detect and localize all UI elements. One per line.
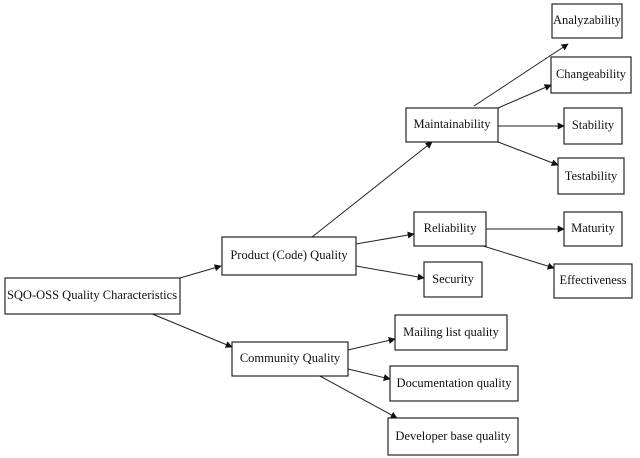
edges: [149, 43, 569, 419]
node-analyzability-label: Analyzability: [553, 13, 622, 27]
node-documentation-quality-label: Documentation quality: [397, 376, 513, 390]
node-security-label: Security: [432, 272, 474, 286]
node-changeability-label: Changeability: [556, 67, 627, 81]
edge-comm-documentation: [347, 368, 391, 381]
node-reliability: Reliability: [413, 211, 487, 247]
node-product-quality: Product (Code) Quality: [221, 236, 357, 276]
edge-root-community: [149, 312, 233, 348]
node-documentation-quality: Documentation quality: [389, 365, 519, 402]
node-mailing-list-quality: Mailing list quality: [394, 314, 508, 351]
node-root-label: SQO-OSS Quality Characteristics: [7, 288, 177, 302]
node-security: Security: [423, 261, 483, 298]
node-changeability: Changeability: [550, 56, 632, 94]
node-developer-base-quality: Developer base quality: [387, 417, 519, 456]
node-mailing-list-quality-label: Mailing list quality: [403, 325, 500, 339]
edge-comm-developer: [317, 374, 398, 419]
node-root: SQO-OSS Quality Characteristics: [4, 277, 181, 315]
node-maturity-label: Maturity: [571, 221, 615, 235]
node-community-quality-label: Community Quality: [240, 351, 341, 365]
node-developer-base-quality-label: Developer base quality: [395, 429, 511, 443]
node-maintainability: Maintainability: [405, 107, 499, 143]
node-testability: Testability: [557, 157, 625, 195]
node-community-quality: Community Quality: [231, 341, 349, 377]
node-testability-label: Testability: [565, 169, 618, 183]
edge-maint-analyzability: [473, 43, 569, 107]
node-maintainability-label: Maintainability: [413, 117, 491, 131]
node-analyzability: Analyzability: [551, 3, 623, 39]
edge-product-reliability: [355, 231, 415, 245]
edge-comm-mailing: [347, 337, 396, 351]
node-reliability-label: Reliability: [424, 221, 478, 235]
edge-maint-changeability: [497, 84, 552, 109]
edge-rel-effectiveness: [479, 244, 555, 270]
node-effectiveness-label: Effectiveness: [559, 273, 626, 287]
edge-root-product: [179, 264, 222, 279]
node-effectiveness: Effectiveness: [553, 263, 633, 299]
node-stability: Stability: [563, 107, 623, 145]
node-stability-label: Stability: [572, 118, 615, 132]
edge-product-maintainability: [311, 141, 433, 238]
node-maturity: Maturity: [563, 211, 623, 247]
edge-product-security: [355, 265, 425, 281]
node-product-quality-label: Product (Code) Quality: [230, 248, 348, 262]
edge-maint-testability: [497, 141, 559, 167]
